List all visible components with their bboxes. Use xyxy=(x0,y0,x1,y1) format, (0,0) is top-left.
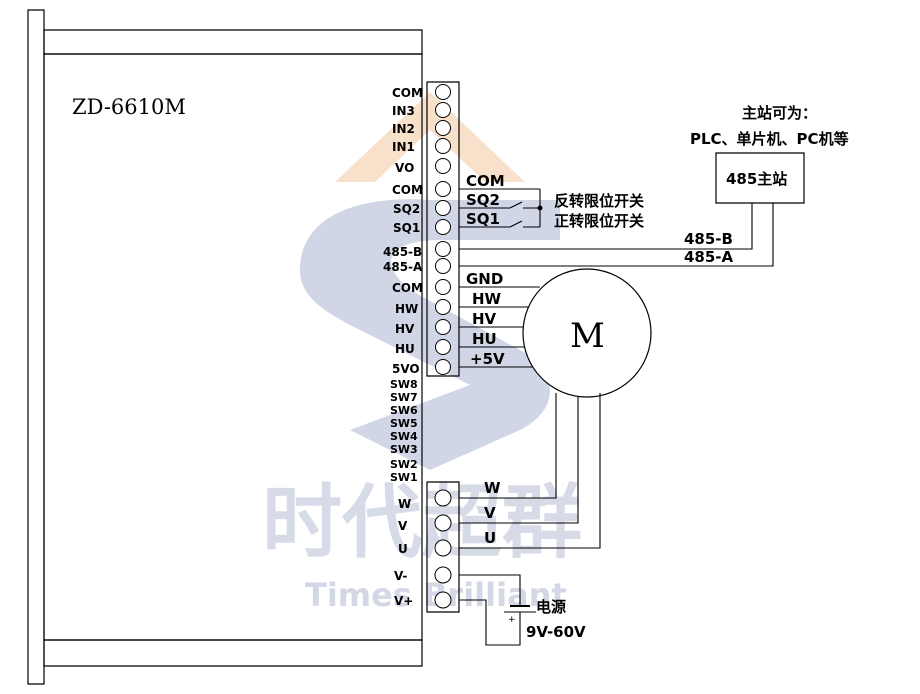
wire-label-gnd: GND xyxy=(466,270,503,288)
master-note-line1: 主站可为： xyxy=(742,104,817,122)
master-485-box-label: 485主站 xyxy=(726,170,787,188)
forward-limit-switch-label: 正转限位开关 xyxy=(554,212,644,230)
terminal-screw xyxy=(435,490,451,506)
pin-label-hv: HV xyxy=(395,322,415,336)
terminal-screw xyxy=(436,320,451,335)
wire-485b xyxy=(459,203,752,249)
pin-label-in3: IN3 xyxy=(392,104,415,118)
wire-label-485b: 485-B xyxy=(684,230,733,248)
terminal-screw xyxy=(436,139,451,154)
driver-left-flange xyxy=(28,10,44,684)
pin-label-in2: IN2 xyxy=(392,122,415,136)
switch-label-sw6: SW6 xyxy=(390,404,418,417)
pin-label-hw: HW xyxy=(395,302,418,316)
watermark-logo-orange-chevron xyxy=(335,92,525,182)
terminal-screw xyxy=(436,182,451,197)
terminal-screw xyxy=(436,360,451,375)
wire-phase-u xyxy=(459,393,600,548)
terminal-screw xyxy=(436,300,451,315)
wire-label-phase-w: W xyxy=(484,479,501,497)
pin-label-sq1: SQ1 xyxy=(393,221,420,235)
wire-label-sq2: SQ2 xyxy=(466,191,500,209)
switch-label-sw1: SW1 xyxy=(390,471,418,484)
terminal-screw xyxy=(436,259,451,274)
motor-label: M xyxy=(570,316,605,356)
pin-label-5vo: 5VO xyxy=(392,362,420,376)
watermark-logo-blue-swoosh xyxy=(300,199,560,470)
junction-dot xyxy=(537,205,543,211)
switch-label-sw8: SW8 xyxy=(390,378,418,391)
driver-bottom-rail xyxy=(44,640,422,666)
terminal-screw xyxy=(436,242,451,257)
power-terminal-block xyxy=(427,482,459,612)
power-label: 电源 xyxy=(536,598,566,616)
motor-symbol xyxy=(523,269,651,397)
terminal-screw xyxy=(436,280,451,295)
terminal-screw xyxy=(436,159,451,174)
pin-label-485a: 485-A xyxy=(383,260,423,274)
pin-label-com-hall: COM xyxy=(392,281,423,295)
power-wiring xyxy=(459,575,536,645)
terminal-screw xyxy=(435,515,451,531)
pin-label-v-minus: V- xyxy=(394,569,407,583)
signal-terminal-block xyxy=(427,82,459,376)
wire-v-minus xyxy=(459,575,520,606)
pin-label-v-plus: V+ xyxy=(394,594,413,608)
driver-top-rail xyxy=(44,30,422,54)
terminal-screw xyxy=(435,567,451,583)
pin-label-vo: VO xyxy=(395,161,414,175)
power-voltage-label: 9V-60V xyxy=(526,623,586,641)
switch-label-sw5: SW5 xyxy=(390,417,418,430)
wire-label-hv: HV xyxy=(472,310,497,328)
wire-485a xyxy=(459,203,773,266)
wire-phase-v xyxy=(459,396,578,523)
terminal-screws xyxy=(435,85,451,609)
switch-label-sw4: SW4 xyxy=(390,430,418,443)
terminal-screw xyxy=(436,201,451,216)
reverse-limit-switch-label: 反转限位开关 xyxy=(554,192,644,210)
wire-label-hu: HU xyxy=(472,330,497,348)
terminal-screw xyxy=(436,121,451,136)
switch-label-sw7: SW7 xyxy=(390,391,418,404)
hall-wiring xyxy=(459,287,540,367)
master-485-box xyxy=(716,153,804,203)
pin-label-hu: HU xyxy=(395,342,415,356)
master-note-line2: PLC、单片机、PC机等 xyxy=(690,130,849,148)
pin-label-u: U xyxy=(398,542,408,556)
wire-label-sq1: SQ1 xyxy=(466,210,500,228)
terminal-screw xyxy=(435,540,451,556)
model-label: ZD-6610M xyxy=(72,95,186,119)
watermark-english-text: Times Brilliant xyxy=(305,576,567,614)
wire-v-plus xyxy=(459,600,520,645)
pin-label-com-top: COM xyxy=(392,86,423,100)
driver-housing xyxy=(28,10,459,684)
pin-label-w: W xyxy=(398,497,411,511)
wire-label-phase-u: U xyxy=(484,529,496,547)
power-plus-sign: + xyxy=(508,615,516,625)
pin-label-sq2: SQ2 xyxy=(393,202,420,216)
pin-label-com-limit: COM xyxy=(392,183,423,197)
terminal-screw xyxy=(436,85,451,100)
pin-label-v: V xyxy=(398,519,408,533)
switch-sq2-blade xyxy=(510,202,522,208)
terminal-labels: COM IN3 IN2 IN1 VO COM SQ2 SQ1 485-B 485… xyxy=(383,86,423,608)
motor-phase-wiring xyxy=(459,393,600,548)
terminal-screw xyxy=(435,592,451,608)
wire-label-hw: HW xyxy=(472,290,502,308)
terminal-screw xyxy=(436,103,451,118)
wire-label-phase-v: V xyxy=(484,504,496,522)
terminal-screw xyxy=(436,220,451,235)
wire-phase-w xyxy=(459,393,556,498)
rs485-wiring xyxy=(459,203,773,266)
pin-label-in1: IN1 xyxy=(392,140,415,154)
terminal-screw xyxy=(436,340,451,355)
pin-label-485b: 485-B xyxy=(383,245,422,259)
wire-label-5v: +5V xyxy=(470,350,505,368)
switch-sq1-blade xyxy=(510,221,522,227)
switch-label-sw2: SW2 xyxy=(390,458,418,471)
switch-label-sw3: SW3 xyxy=(390,443,418,456)
wire-label-485a: 485-A xyxy=(684,248,734,266)
wire-label-com: COM xyxy=(466,172,505,190)
